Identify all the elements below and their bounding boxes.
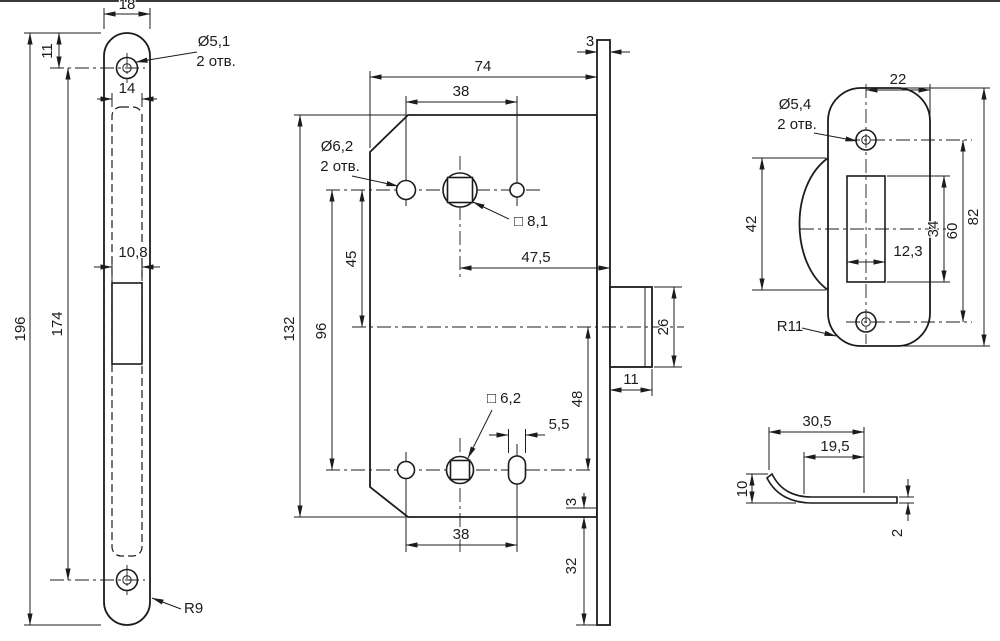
dim-lip-flat-length: 19,5 — [820, 438, 849, 455]
dim-faceplate-cutout-width: 10,8 — [118, 244, 147, 261]
dim-strike-width: 22 — [890, 71, 907, 88]
dim-plate-overhang: 32 — [563, 558, 580, 575]
dim-strike-hole-spacing: 60 — [944, 223, 961, 240]
dim-body-height: 132 — [281, 316, 298, 341]
label-body-hole-qty: 2 отв. — [320, 158, 360, 175]
label-strike-hole-qty: 2 отв. — [777, 116, 817, 133]
dim-latch-height: 26 — [655, 319, 672, 336]
strike-flange-curve — [798, 157, 829, 291]
dim-body-bottom-hole-spacing: 38 — [453, 526, 470, 543]
label-spindle-square: □ 8,1 — [514, 213, 548, 230]
dim-edge-gap: 3 — [563, 498, 580, 506]
dim-top-row-to-center: 45 — [343, 251, 360, 268]
bottom-square-hole — [449, 459, 471, 481]
label-bottom-square: □ 6,2 — [487, 390, 521, 407]
dim-lip-thickness: 2 — [889, 529, 906, 537]
dim-faceplate-total-height: 196 — [12, 316, 29, 341]
dim-lip-height: 10 — [734, 481, 751, 498]
dim-row-spacing: 96 — [313, 323, 330, 340]
dim-faceplate-thickness: 3 — [586, 33, 594, 50]
body-top-small-hole — [509, 182, 525, 198]
dim-latch-protrusion: 11 — [623, 371, 639, 388]
label-strike-hole-dia: Ø5,4 — [779, 96, 812, 113]
label-body-hole-dia: Ø6,2 — [321, 138, 354, 155]
dim-center-to-bottom-row: 48 — [569, 391, 586, 408]
dim-faceplate-hole-offset: 11 — [39, 43, 56, 59]
view-strike-plate: 22 Ø5,4 2 отв. 42 34 60 82 12,3 R11 — [742, 70, 990, 347]
dim-faceplate-width: 18 — [119, 0, 136, 13]
lock-faceplate-edge — [596, 39, 611, 626]
bottom-slot-hole — [507, 455, 527, 485]
dim-strike-slot-width: 12,3 — [893, 243, 922, 260]
label-faceplate-hole-qty: 2 отв. — [196, 53, 236, 70]
dim-backset: 47,5 — [521, 249, 550, 266]
label-faceplate-corner-radius: R9 — [184, 600, 203, 617]
dim-slot-width: 5,5 — [549, 416, 570, 433]
dim-body-top-hole-spacing: 38 — [453, 83, 470, 100]
lock-body-outline — [369, 114, 598, 518]
dim-faceplate-hole-spacing: 174 — [49, 311, 66, 336]
label-faceplate-hole-dia: Ø5,1 — [198, 33, 231, 50]
dim-strike-flange-height: 42 — [743, 216, 760, 233]
dim-strike-total-height: 82 — [965, 209, 982, 226]
view-strike-lip-profile: 30,5 19,5 10 2 — [733, 412, 914, 538]
body-top-screw-hole — [395, 179, 417, 201]
spindle-square-hole — [446, 176, 474, 204]
faceplate-latch-cutout — [111, 282, 143, 365]
dim-body-width: 74 — [475, 58, 492, 75]
body-bottom-screw-hole — [396, 460, 416, 480]
label-strike-corner-radius: R11 — [777, 318, 803, 335]
dim-strike-slot-height: 34 — [925, 221, 942, 238]
dim-faceplate-inner-width: 14 — [119, 80, 136, 97]
view-faceplate-front: 18 11 174 196 14 10,8 R9 Ø5,1 2 отв. — [11, 0, 237, 626]
view-lock-body: 74 38 3 Ø6,2 2 отв. □ 8,1 47,5 45 96 132… — [280, 32, 684, 626]
strike-lip-profile — [765, 472, 898, 504]
dim-lip-length: 30,5 — [802, 413, 831, 430]
